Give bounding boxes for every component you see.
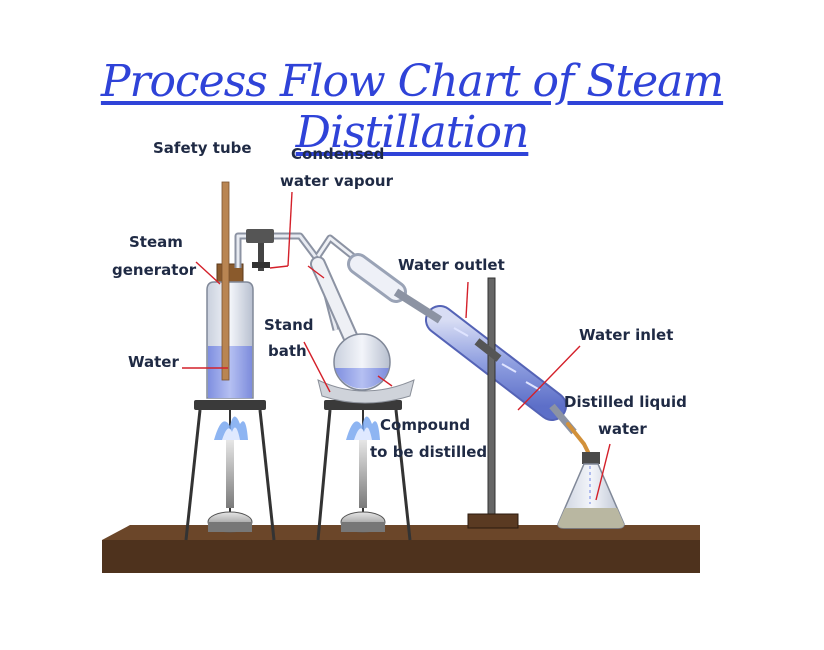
pointer-compound xyxy=(377,375,393,387)
pointer-water-inlet xyxy=(517,345,581,411)
diagram-title: Process Flow Chart of Steam Distillation xyxy=(100,56,724,158)
label-distilled-line1: Distilled liquid xyxy=(564,393,687,411)
label-compound-line1: Compound xyxy=(380,416,470,434)
pointer-stand-bath xyxy=(303,341,331,393)
label-steam-line2: generator xyxy=(112,261,197,279)
label-water-inlet: Water inlet xyxy=(579,326,673,344)
middle-bunsen-burner xyxy=(340,440,386,533)
label-water-outlet: Water outlet xyxy=(398,256,505,274)
label-stand-line2: bath xyxy=(268,342,307,360)
label-steam-line1: Steam xyxy=(129,233,183,251)
pointer-flask-neck xyxy=(307,265,325,279)
round-bottom-flask xyxy=(310,256,391,391)
steam-generator-flask xyxy=(206,263,254,399)
pointer-distilled xyxy=(595,443,611,501)
retort-stand xyxy=(467,277,519,529)
stand-bath-dish xyxy=(317,379,415,404)
label-condensed-line2: water vapour xyxy=(280,172,394,190)
distillate-drip xyxy=(566,422,590,454)
label-safety-tube: Safety tube xyxy=(153,139,252,157)
middle-burner-flame xyxy=(346,416,380,440)
left-bunsen-burner xyxy=(207,440,253,533)
pointer-lines xyxy=(182,191,611,501)
label-stand-line1: Stand xyxy=(264,316,314,334)
labels: Safety tube Condensed water vapour Steam… xyxy=(112,139,687,461)
label-compound-line2: to be distilled xyxy=(370,443,487,461)
table xyxy=(102,525,700,573)
pointer-water-outlet xyxy=(465,281,469,319)
condenser xyxy=(347,253,577,435)
left-burner-flame xyxy=(214,416,248,440)
pointer-condensed xyxy=(287,191,293,267)
label-condensed-line1: Condensed xyxy=(291,145,384,163)
safety-tube xyxy=(221,181,230,381)
label-water: Water xyxy=(128,353,179,371)
conical-flask xyxy=(557,452,625,529)
label-distilled-line2: water xyxy=(598,420,647,438)
pointer-steam-generator xyxy=(195,261,221,285)
pointer-condensed-end xyxy=(269,265,289,269)
